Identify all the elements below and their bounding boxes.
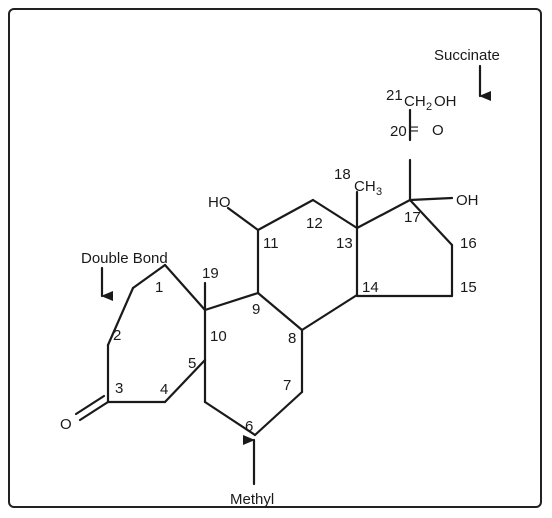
position-17: 17 bbox=[404, 209, 421, 226]
svg-text:CH: CH bbox=[404, 93, 426, 110]
svg-text:3: 3 bbox=[376, 186, 382, 198]
position-15: 15 bbox=[460, 279, 477, 296]
svg-text:OH: OH bbox=[434, 93, 457, 110]
position-18: 18 bbox=[334, 166, 351, 183]
ketone-o-label: O bbox=[432, 122, 444, 139]
ring-c bbox=[256, 198, 359, 332]
svg-text:CH: CH bbox=[354, 178, 376, 195]
methyl-18-label: CH 3 bbox=[354, 178, 382, 198]
hydroxyl-11-label: HO bbox=[208, 194, 231, 211]
hydroxyl-17-label: OH bbox=[456, 192, 479, 209]
hydroxyl-11-bond bbox=[226, 206, 260, 232]
position-14: 14 bbox=[362, 279, 379, 296]
svg-text:2: 2 bbox=[426, 101, 432, 113]
position-9: 9 bbox=[252, 301, 260, 318]
position-7: 7 bbox=[283, 377, 291, 394]
position-20: 20 bbox=[390, 123, 407, 140]
position-10: 10 bbox=[210, 328, 227, 345]
position-12: 12 bbox=[306, 215, 323, 232]
ketone-c3 bbox=[74, 394, 110, 422]
position-21: 21 bbox=[386, 87, 403, 104]
position-8: 8 bbox=[288, 330, 296, 347]
position-2: 2 bbox=[113, 327, 121, 344]
oxygen-3-label: O bbox=[60, 416, 72, 433]
position-1: 1 bbox=[155, 279, 163, 296]
ring-b bbox=[203, 291, 304, 437]
position-11: 11 bbox=[263, 235, 279, 252]
ch2oh-label: CH 2 OH bbox=[404, 93, 457, 113]
hydroxyl-17-bond bbox=[408, 196, 454, 202]
position-5: 5 bbox=[188, 355, 196, 372]
position-6: 6 bbox=[245, 418, 253, 435]
succinate-annotation: Succinate bbox=[434, 47, 500, 64]
position-13: 13 bbox=[336, 235, 353, 252]
position-3: 3 bbox=[115, 380, 123, 397]
methyl-annotation: Methyl bbox=[230, 491, 274, 508]
position-4: 4 bbox=[160, 381, 168, 398]
ring-d bbox=[355, 198, 454, 298]
position-16: 16 bbox=[460, 235, 477, 252]
substituents bbox=[203, 108, 454, 312]
position-19: 19 bbox=[202, 265, 219, 282]
double-bond-annotation: Double Bond bbox=[81, 250, 168, 267]
position-numbers: 1 2 3 4 5 6 7 8 9 10 11 12 13 14 15 16 1… bbox=[113, 87, 477, 435]
ketone-equals-label: = bbox=[410, 121, 419, 138]
ring-a bbox=[106, 263, 207, 404]
